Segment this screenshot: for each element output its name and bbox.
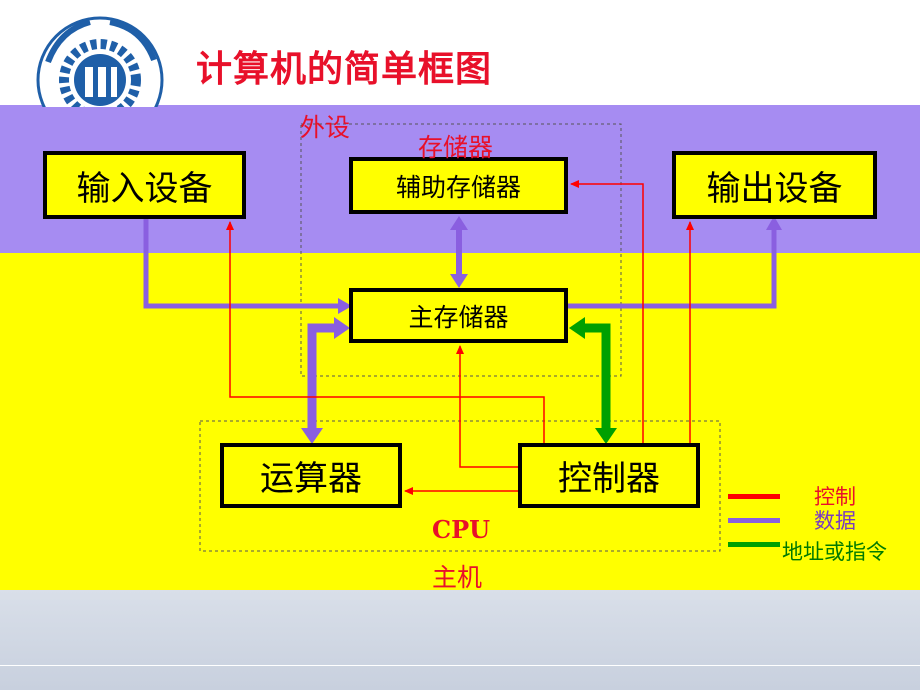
storage-label: 存储器: [418, 133, 494, 162]
alu-box: 运算器: [220, 443, 402, 508]
cpu-label: CPU: [432, 515, 491, 544]
peripheral-label: 外设: [300, 113, 351, 142]
main-memory-box: 主存储器: [349, 288, 568, 343]
data-line-memory-alu: [301, 317, 350, 444]
input-device-box: 输入设备: [43, 151, 246, 219]
legend-data-swatch: [728, 518, 780, 523]
legend-control-swatch: [728, 494, 780, 499]
footer-band: [0, 590, 920, 690]
legend-address-swatch: [728, 542, 780, 547]
output-device-box: 输出设备: [672, 151, 877, 219]
aux-storage-box: 辅助存储器: [349, 157, 568, 214]
controller-box: 控制器: [518, 443, 700, 508]
data-line-input-to-memory: [143, 219, 352, 314]
control-line-to-memory: [456, 345, 518, 468]
legend-data-label: 数据: [814, 509, 856, 533]
university-logo-icon: [36, 16, 164, 107]
address-line-memory-controller: [569, 317, 617, 444]
slide-title: 计算机的简单框图: [196, 49, 493, 90]
legend-address-label: 地址或指令: [782, 540, 887, 564]
control-line-to-input: [226, 221, 545, 443]
host-label: 主机: [432, 563, 483, 592]
legend-control-label: 控制: [814, 485, 856, 509]
data-line-aux-memory: [450, 216, 468, 288]
control-line-to-aux: [570, 180, 644, 443]
footer-divider: [0, 665, 920, 666]
storage-group-border: [300, 123, 622, 377]
data-line-memory-to-output: [568, 216, 782, 309]
